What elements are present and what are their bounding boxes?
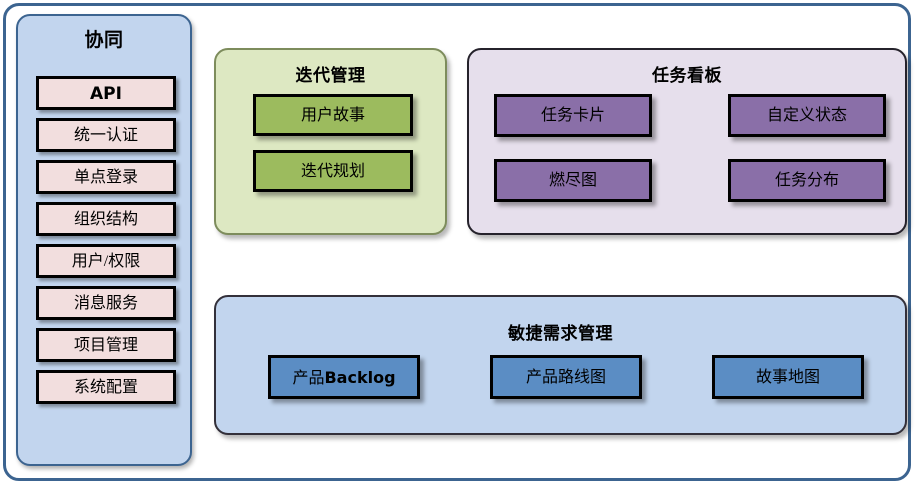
iteration-item-list: 用户故事 迭代规划 <box>253 94 413 206</box>
agile-item-story-map[interactable]: 故事地图 <box>712 355 864 399</box>
collaboration-item-org-structure[interactable]: 组织结构 <box>36 202 176 236</box>
task-board-item-task-card[interactable]: 任务卡片 <box>494 94 652 137</box>
collaboration-item-project-management[interactable]: 项目管理 <box>36 328 176 362</box>
panel-iteration-management[interactable]: 迭代管理 用户故事 迭代规划 <box>214 48 447 235</box>
collaboration-item-system-config[interactable]: 系统配置 <box>36 370 176 404</box>
panel-iteration-management-title: 迭代管理 <box>295 66 366 86</box>
collaboration-item-message-service[interactable]: 消息服务 <box>36 286 176 320</box>
task-board-item-grid: 任务卡片 自定义状态 燃尽图 任务分布 <box>494 94 886 202</box>
panel-agile-requirements[interactable]: 敏捷需求管理 产品Backlog 产品路线图 故事地图 <box>214 295 907 435</box>
collaboration-item-list: API 统一认证 单点登录 组织结构 用户/权限 消息服务 项目管理 系统配置 <box>36 76 176 412</box>
collaboration-item-sso[interactable]: 单点登录 <box>36 160 176 194</box>
collaboration-item-user-permission[interactable]: 用户/权限 <box>36 244 176 278</box>
panel-task-board-title: 任务看板 <box>652 66 722 86</box>
agile-item-row: 产品Backlog 产品路线图 故事地图 <box>268 355 864 399</box>
panel-task-board[interactable]: 任务看板 任务卡片 自定义状态 燃尽图 任务分布 <box>467 48 907 235</box>
agile-item-product-roadmap[interactable]: 产品路线图 <box>490 355 642 399</box>
collaboration-item-unified-auth[interactable]: 统一认证 <box>36 118 176 152</box>
panel-collaboration-title: 协同 <box>84 29 124 51</box>
task-board-item-task-distribution[interactable]: 任务分布 <box>728 159 886 202</box>
panel-collaboration[interactable]: 协同 API 统一认证 单点登录 组织结构 用户/权限 消息服务 项目管理 系统… <box>16 14 192 466</box>
panel-agile-requirements-title: 敏捷需求管理 <box>508 324 613 344</box>
agile-item-product-backlog[interactable]: 产品Backlog <box>268 355 420 399</box>
iteration-item-user-story[interactable]: 用户故事 <box>253 94 413 136</box>
iteration-item-sprint-planning[interactable]: 迭代规划 <box>253 150 413 192</box>
task-board-item-custom-status[interactable]: 自定义状态 <box>728 94 886 137</box>
task-board-item-burndown-chart[interactable]: 燃尽图 <box>494 159 652 202</box>
collaboration-item-api[interactable]: API <box>36 76 176 110</box>
